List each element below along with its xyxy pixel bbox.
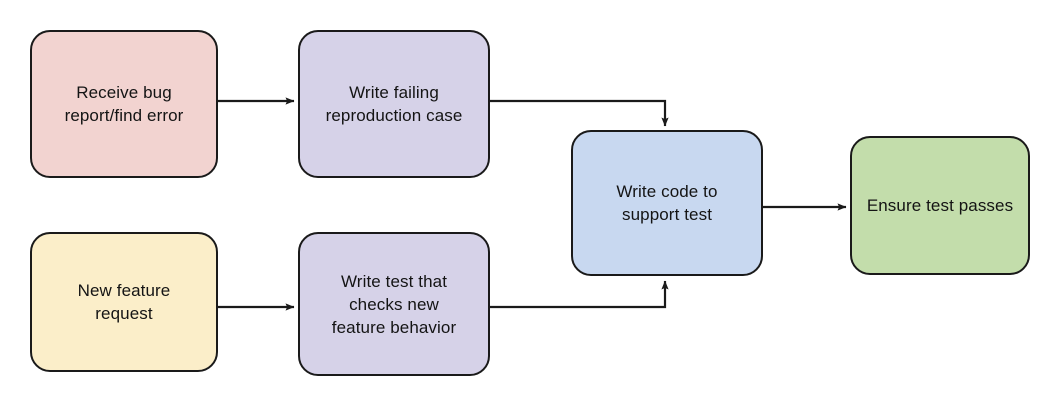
node-label-write-code-to-support-test: Write code to support test	[616, 182, 718, 224]
node-label-new-feature-request: New feature request	[77, 281, 171, 323]
node-write-test-checks-new-feature-behavior[interactable]: Write test that checks new feature behav…	[298, 232, 490, 376]
node-label-receive-bug-report: Receive bug report/find error	[64, 83, 184, 125]
node-receive-bug-report[interactable]: Receive bug report/find error	[30, 30, 218, 178]
node-write-code-to-support-test[interactable]: Write code to support test	[571, 130, 763, 276]
node-label-write-test-checks-new-feature-behavior: Write test that checks new feature behav…	[331, 271, 457, 337]
node-write-failing-reproduction-case[interactable]: Write failing reproduction case	[298, 30, 490, 178]
node-ensure-test-passes[interactable]: Ensure test passes	[850, 136, 1030, 275]
node-new-feature-request[interactable]: New feature request	[30, 232, 218, 372]
node-label-ensure-test-passes: Ensure test passes	[866, 196, 1014, 215]
edge-repro-to-write-code	[490, 99, 669, 127]
node-label-write-failing-reproduction-case: Write failing reproduction case	[325, 83, 463, 125]
edge-write-test-to-write-code	[490, 280, 669, 309]
